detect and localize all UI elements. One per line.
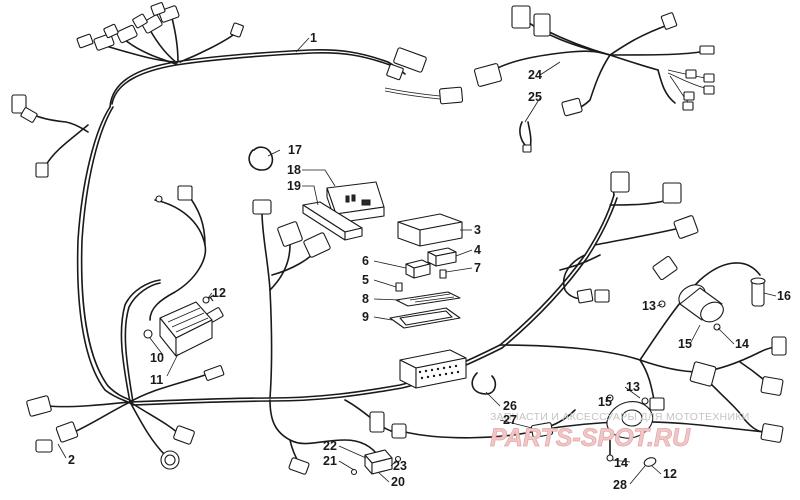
- leader-lines: [57, 37, 777, 485]
- callout-19: 19: [287, 179, 301, 193]
- relay-6: [405, 259, 431, 279]
- callout-9: 9: [362, 310, 369, 324]
- callout-6: 6: [362, 254, 369, 268]
- callout-20: 20: [391, 475, 405, 489]
- callout-23: 23: [393, 459, 407, 473]
- sub-harness-24: [489, 19, 706, 111]
- coil-lower: [606, 401, 653, 439]
- callout-15a: 15: [678, 337, 692, 351]
- watermark-subtitle: ЗАПЧАСТИ И АКСЕССУАРЫ ДЛЯ МОТОТЕХНИКИ: [490, 411, 750, 423]
- cover-9: [389, 307, 461, 329]
- callout-24: 24: [528, 68, 542, 82]
- callout-12b: 12: [663, 467, 677, 481]
- part-16: [750, 277, 766, 307]
- fuse-board-8: [395, 291, 461, 307]
- callout-1: 1: [310, 31, 317, 45]
- clamp-26: [471, 372, 497, 395]
- callout-12a: 12: [212, 286, 226, 300]
- callout-28: 28: [613, 478, 627, 492]
- watermark: ЗАПЧАСТИ И АКСЕССУАРЫ ДЛЯ МОТОТЕХНИКИ PA…: [490, 411, 750, 452]
- callout-18: 18: [287, 163, 301, 177]
- watermark-brand: PARTS-SPOT.RU: [490, 424, 691, 452]
- nut-10: [143, 329, 153, 339]
- relay-box-3: [397, 213, 463, 247]
- callout-11: 11: [150, 373, 163, 387]
- relay-20: [364, 449, 393, 475]
- callout-17: 17: [288, 143, 302, 157]
- callout-3: 3: [474, 223, 481, 237]
- callout-7: 7: [474, 261, 481, 275]
- regulator-11: [159, 301, 213, 357]
- callout-25: 25: [528, 90, 542, 104]
- coil-14-15: [678, 284, 724, 323]
- callout-5: 5: [362, 273, 369, 287]
- callout-15b: 15: [598, 395, 612, 409]
- callout-27: 27: [503, 413, 517, 427]
- connectors: [11, 2, 787, 475]
- callout-8: 8: [362, 292, 369, 306]
- callout-26: 26: [503, 399, 517, 413]
- callout-13a: 13: [642, 299, 656, 313]
- callout-2: 2: [68, 453, 75, 467]
- fuse-block: [399, 349, 467, 389]
- main-harness: [21, 17, 779, 466]
- callout-14a: 14: [735, 337, 749, 351]
- callout-4: 4: [474, 243, 481, 257]
- relay-4: [427, 247, 457, 267]
- fuse-7: [439, 269, 447, 279]
- callout-22: 22: [323, 439, 337, 453]
- module-19: [302, 201, 363, 241]
- callout-10: 10: [150, 351, 164, 365]
- callout-13b: 13: [626, 380, 640, 394]
- callout-14b: 14: [614, 456, 628, 470]
- clamp-17: [248, 146, 274, 171]
- callout-16: 16: [777, 289, 791, 303]
- callout-21: 21: [323, 454, 337, 468]
- callouts: 1 2 3 4 5 6 7 8 9 10 11 12 12 13 13 14 1…: [68, 31, 791, 492]
- fuse-5: [395, 282, 403, 292]
